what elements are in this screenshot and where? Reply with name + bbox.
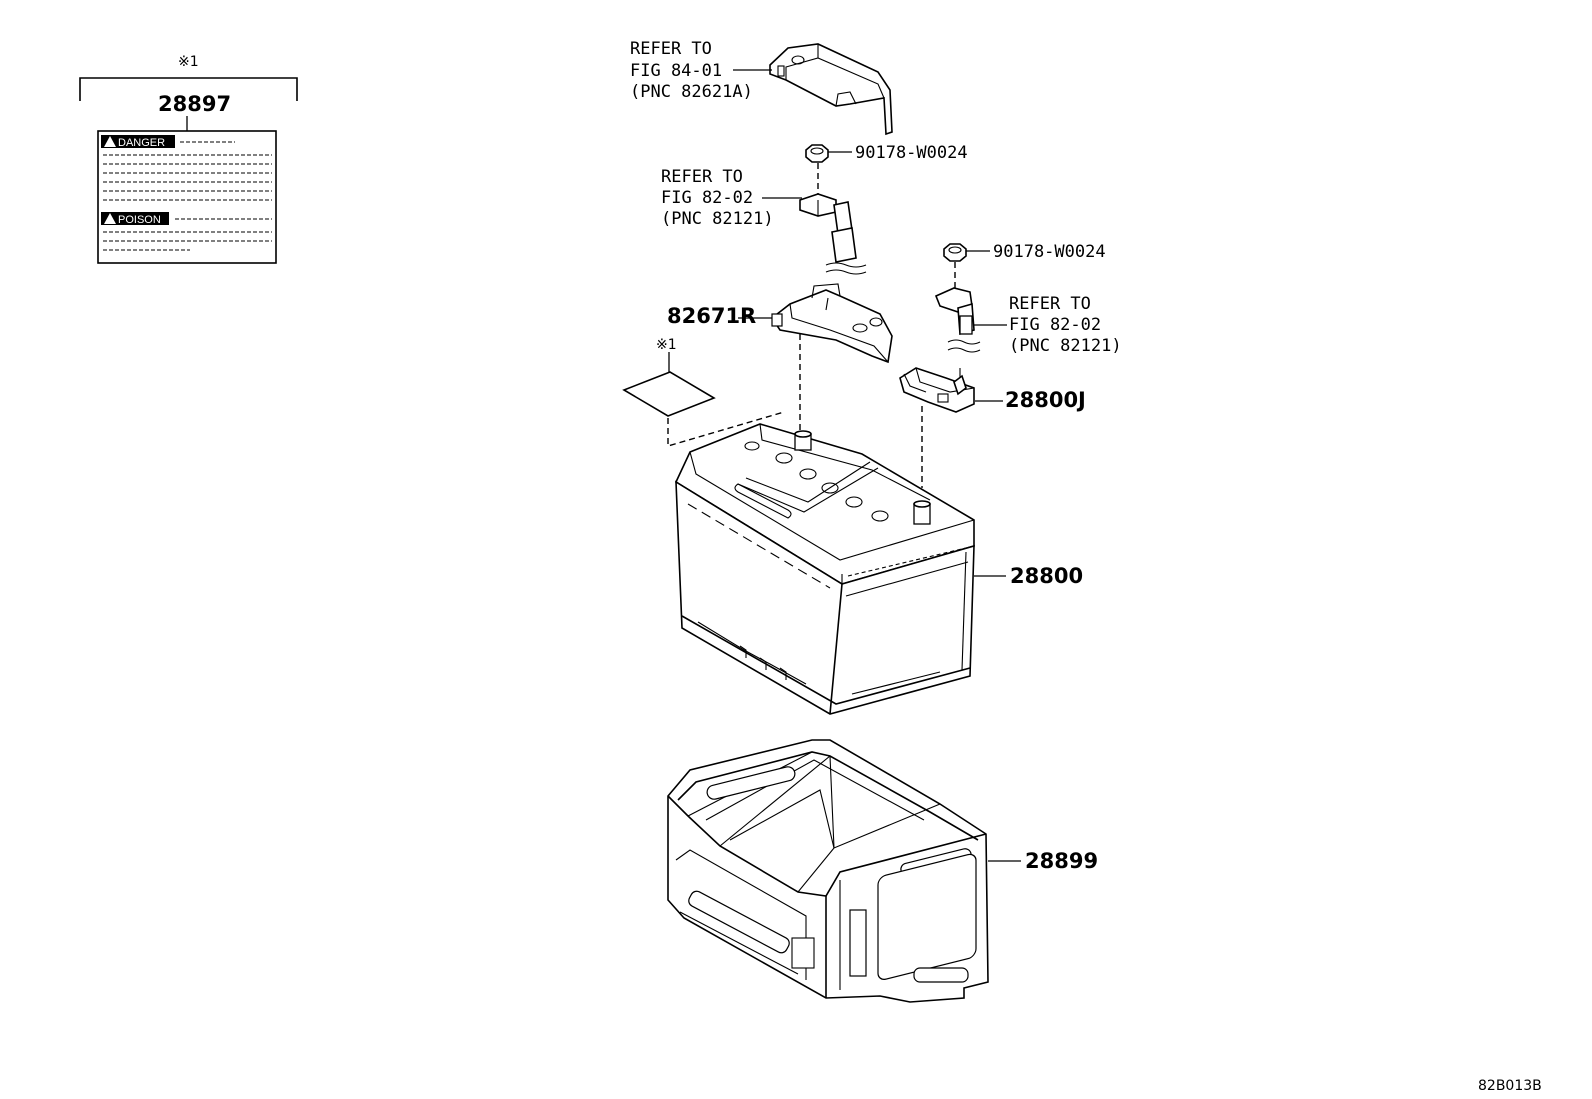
terminal-cover	[769, 43, 893, 136]
part-number-bolt-1[interactable]: 90178-W0024	[855, 143, 968, 163]
part-number-28897[interactable]: 28897	[158, 92, 231, 116]
warning-icon	[104, 213, 116, 224]
svg-text:REFER TO: REFER TO	[630, 39, 712, 59]
battery	[674, 423, 975, 715]
positive-cable-terminal	[799, 193, 867, 275]
label-sticker-small	[622, 371, 716, 417]
part-number-28800[interactable]: 28800	[1010, 564, 1083, 588]
note-mark-mid: ※1	[656, 337, 677, 353]
ref-cover-label[interactable]: REFER TO FIG 84-01 (PNC 82621A)	[630, 39, 772, 102]
svg-text:(PNC 82621A): (PNC 82621A)	[630, 82, 753, 102]
svg-text:FIG 82-02: FIG 82-02	[661, 188, 753, 208]
fusible-link-block	[770, 283, 893, 364]
part-number-82671R[interactable]: 82671R	[667, 304, 756, 328]
label-28897-group: ※1 28897 DANGER POISON	[79, 54, 298, 264]
ref-neg-label[interactable]: REFER TO FIG 82-02 (PNC 82121)	[974, 294, 1122, 356]
nut-icon	[805, 144, 829, 163]
warning-sticker: DANGER POISON	[97, 130, 277, 264]
sticker-poison-text: POISON	[118, 214, 161, 226]
sticker-danger-text: DANGER	[118, 137, 165, 149]
note-mark-top: ※1	[178, 54, 199, 70]
svg-text:REFER TO: REFER TO	[661, 167, 743, 187]
svg-text:REFER TO: REFER TO	[1009, 294, 1091, 314]
svg-text:FIG 84-01: FIG 84-01	[630, 61, 722, 81]
battery-tray	[667, 739, 989, 1003]
svg-text:(PNC 82121): (PNC 82121)	[1009, 336, 1122, 356]
part-number-28800J[interactable]: 28800J	[1005, 388, 1086, 412]
part-number-bolt-2[interactable]: 90178-W0024	[993, 242, 1106, 262]
negative-cable-terminal	[934, 287, 981, 353]
svg-text:FIG 82-02: FIG 82-02	[1009, 315, 1101, 335]
negative-battery-terminal	[899, 367, 975, 413]
diagram-code: 82B013B	[1478, 1078, 1542, 1094]
svg-text:(PNC 82121): (PNC 82121)	[661, 209, 774, 229]
nut-icon	[943, 243, 967, 262]
part-number-28899[interactable]: 28899	[1025, 849, 1098, 873]
ref-pos-label[interactable]: REFER TO FIG 82-02 (PNC 82121)	[661, 167, 802, 229]
warning-icon	[104, 136, 116, 147]
bracket	[79, 77, 298, 101]
